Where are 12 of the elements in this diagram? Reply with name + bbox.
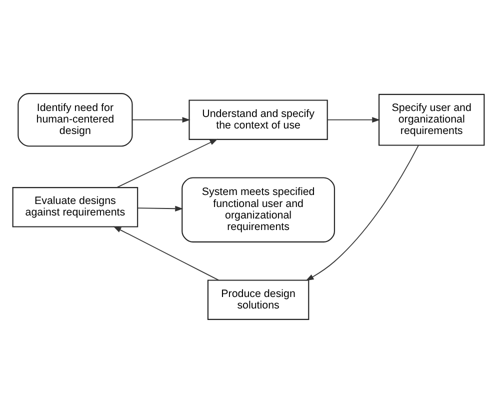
arrow [136,206,183,212]
node-box: Specify user and organizational requirements [378,94,484,146]
arrow [132,117,190,123]
arrow [112,226,219,281]
node-box: Understand and specify the context of use [188,100,328,140]
node-box: Identify need for human-centered design [17,93,132,147]
node-box: System meets specified functional user and organizational requirements [181,177,335,242]
node-box: Evaluate designs against requirements [12,187,138,228]
arrow [326,117,380,123]
arrow [305,145,418,281]
arrow [116,138,218,188]
node-box: Produce design solutions [206,280,309,320]
